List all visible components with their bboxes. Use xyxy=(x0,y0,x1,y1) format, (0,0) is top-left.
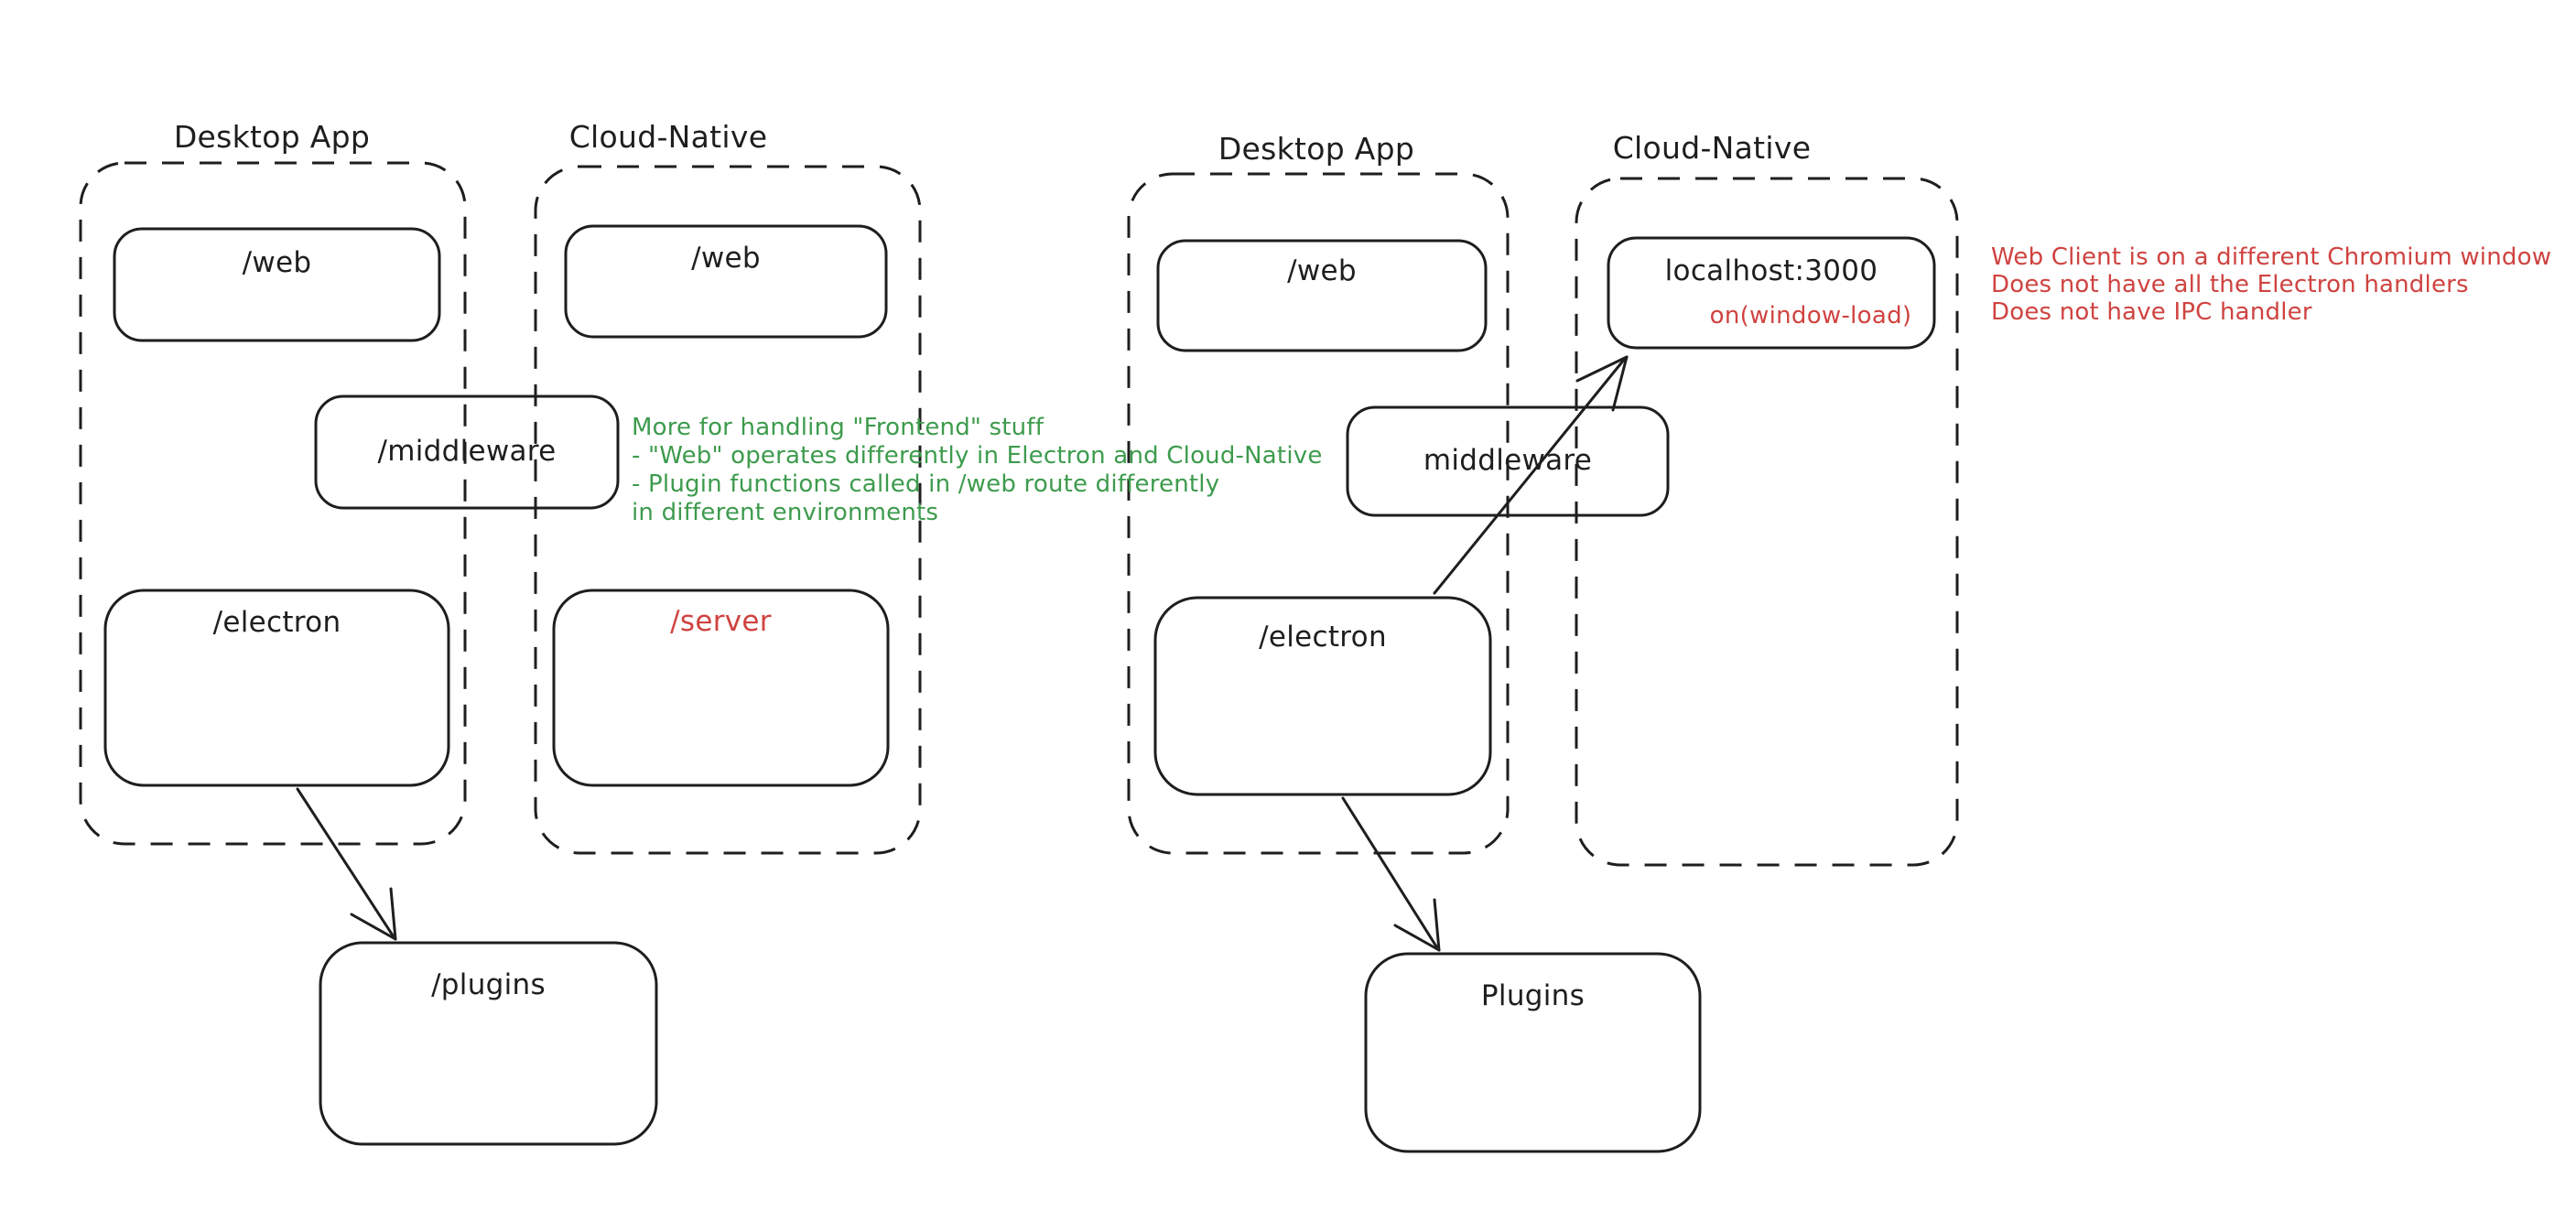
right-localhost-annotation: on(window-load) xyxy=(1709,302,1912,330)
left-web-cloud-box xyxy=(564,224,888,339)
right-localhost-box xyxy=(1607,236,1936,350)
right-desktop-app-label: Desktop App xyxy=(1218,131,1415,167)
middleware-note-line-1: More for handling "Frontend" stuff xyxy=(632,414,1044,441)
left-web-cloud-label: /web xyxy=(691,242,761,275)
right-plugins-box xyxy=(1364,952,1702,1153)
left-plugins-box xyxy=(319,941,658,1146)
left-middleware-label: /middleware xyxy=(377,435,557,468)
left-middleware-box xyxy=(314,394,620,510)
right-middleware-box xyxy=(1346,405,1670,517)
right-electron-label: /electron xyxy=(1259,621,1387,654)
left-electron-box xyxy=(103,589,450,787)
arrow-right-electron-to-plugins xyxy=(1341,796,1441,952)
left-web-desktop-label: /web xyxy=(242,246,312,279)
arrow-left-electron-to-plugins xyxy=(296,787,397,941)
web-client-note-line-2: Does not have all the Electron handlers xyxy=(1991,271,2469,298)
web-client-note-line-1: Web Client is on a different Chromium wi… xyxy=(1991,243,2552,271)
middleware-note-line-3: - Plugin functions called in /web route … xyxy=(632,470,1220,498)
left-server-box xyxy=(552,589,890,787)
right-cloud-native-container xyxy=(1575,177,1959,867)
web-client-note-line-3: Does not have IPC handler xyxy=(1991,298,2312,326)
right-electron-box xyxy=(1153,596,1492,796)
right-web-label: /web xyxy=(1287,254,1357,287)
left-electron-label: /electron xyxy=(212,606,341,639)
left-plugins-label: /plugins xyxy=(431,968,546,1001)
left-server-label: /server xyxy=(670,605,772,638)
middleware-note-line-2: - "Web" operates differently in Electron… xyxy=(632,442,1323,470)
right-web-box xyxy=(1156,239,1488,352)
left-cloud-native-container xyxy=(534,165,922,855)
right-middleware-label: middleware xyxy=(1423,444,1593,477)
right-desktop-app-container xyxy=(1127,172,1510,855)
left-web-desktop-box xyxy=(113,227,441,342)
right-cloud-native-label: Cloud-Native xyxy=(1612,130,1812,166)
right-localhost-label: localhost:3000 xyxy=(1664,254,1878,287)
left-desktop-app-label: Desktop App xyxy=(173,119,371,155)
middleware-note-line-4: in different environments xyxy=(632,499,939,526)
left-desktop-app-container xyxy=(79,161,467,846)
web-client-note: Web Client is on a different Chromium wi… xyxy=(1991,243,2551,326)
right-plugins-label: Plugins xyxy=(1480,979,1586,1012)
middleware-note: More for handling "Frontend" stuff - "We… xyxy=(632,414,1323,527)
arrow-right-electron-to-localhost xyxy=(1433,355,1629,595)
left-cloud-native-label: Cloud-Native xyxy=(568,119,768,155)
